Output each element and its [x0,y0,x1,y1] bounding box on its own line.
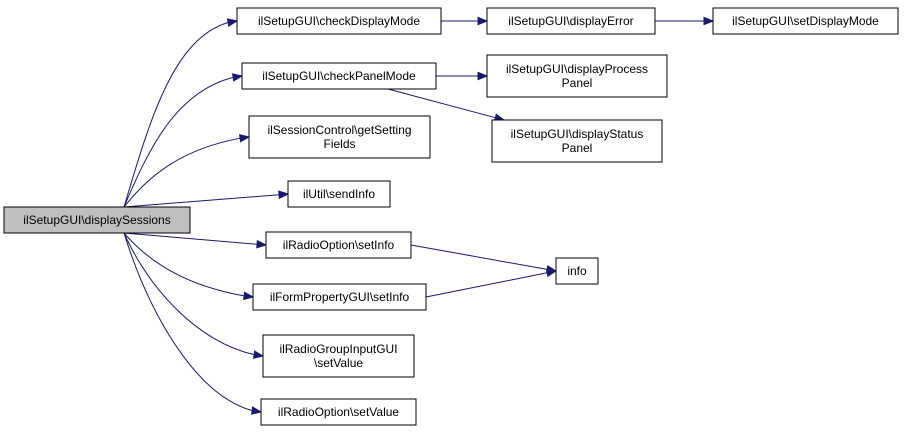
node-setDisplay[interactable]: ilSetupGUI\setDisplayMode [712,7,899,35]
edge-line [425,272,548,298]
node-box [555,257,599,285]
node-box [486,7,656,35]
edge-radioSetInfo-to-info [410,244,558,274]
node-label: ilFormPropertyGUI\setInfo [270,290,410,304]
node-box [252,283,427,311]
arrowhead [239,133,251,143]
node-displayError[interactable]: ilSetupGUI\displayError [486,7,656,35]
node-box [3,206,191,234]
edge-line [123,194,280,208]
edge-line [123,22,229,208]
edge-root-to-sendInfo [123,190,290,208]
node-label: ilUtil\sendInfo [303,187,375,201]
node-info[interactable]: info [555,257,599,285]
node-radioSetValue[interactable]: ilRadioOption\setValue [260,398,417,426]
node-box [287,180,391,208]
node-label: info [567,264,587,278]
arrowhead [243,291,255,301]
node-label: ilRadioOption\setValue [278,405,400,419]
arrowhead [250,406,263,415]
edge-root-to-radioSetInfo [123,232,268,249]
arrowhead [256,239,268,249]
node-sendInfo[interactable]: ilUtil\sendInfo [287,180,391,208]
arrowhead [231,73,244,82]
node-box [241,62,437,90]
node-box [260,398,417,426]
node-radioGroupSet[interactable]: ilRadioGroupInputGUI\setValue [262,334,415,378]
edge-line [123,232,253,412]
edges-layer [123,16,715,415]
node-box [236,7,442,35]
node-label: ilSetupGUI\checkPanelMode [262,69,416,83]
edge-root-to-radioSetValue [123,232,263,415]
node-label: ilSetupGUI\displaySessions [23,213,170,227]
arrowhead [477,16,489,26]
edge-root-to-radioGroupSet [123,232,265,359]
node-label: ilRadioGroupInputGUI [279,342,397,356]
node-label: ilSetupGUI\setDisplayMode [732,14,879,28]
edge-line [123,232,255,356]
arrowhead [226,18,239,27]
edge-checkPanel-to-processPanel [436,71,489,81]
node-box [491,119,663,163]
edge-root-to-getSetting [123,133,251,208]
node-box [265,231,412,259]
edge-line [410,244,548,270]
edge-line [123,232,245,297]
node-label: ilSessionControl\getSetting [267,123,411,137]
node-box [486,54,668,98]
edge-line [123,137,241,208]
node-label: ilSetupGUI\displayProcess [506,62,648,76]
edge-displayError-to-setDisplay [655,16,715,26]
edge-line [123,232,258,245]
node-box [262,334,415,378]
node-box [248,115,431,159]
edge-line [123,76,234,208]
edge-checkDisplay-to-displayError [441,16,489,26]
node-label: ilRadioOption\setInfo [283,238,395,252]
edge-root-to-checkDisplay [123,18,239,208]
arrowhead [545,268,558,278]
arrowhead [703,16,715,26]
node-label: ilSetupGUI\checkDisplayMode [258,14,420,28]
edge-root-to-checkPanel [123,73,244,208]
edge-root-to-formSetInfo [123,232,255,301]
node-label: Panel [562,141,593,155]
nodes-layer: ilSetupGUI\displaySessions ilSetupGUI\che… [3,7,899,426]
node-label: ilSetupGUI\displayError [508,14,633,28]
arrowhead [278,190,290,200]
node-checkDisplay[interactable]: ilSetupGUI\checkDisplayMode [236,7,442,35]
node-formSetInfo[interactable]: ilFormPropertyGUI\setInfo [252,283,427,311]
node-label: Panel [562,76,593,90]
node-label: ilSetupGUI\displayStatus [511,127,644,141]
arrowhead [252,350,265,359]
node-box [712,7,899,35]
arrowhead [477,71,489,81]
edge-formSetInfo-to-info [425,268,558,298]
node-label: Fields [323,137,355,151]
node-label: \setValue [314,356,363,370]
edge-line [387,88,496,119]
node-radioSetInfo[interactable]: ilRadioOption\setInfo [265,231,412,259]
node-root[interactable]: ilSetupGUI\displaySessions [3,206,191,234]
node-checkPanel[interactable]: ilSetupGUI\checkPanelMode [241,62,437,90]
